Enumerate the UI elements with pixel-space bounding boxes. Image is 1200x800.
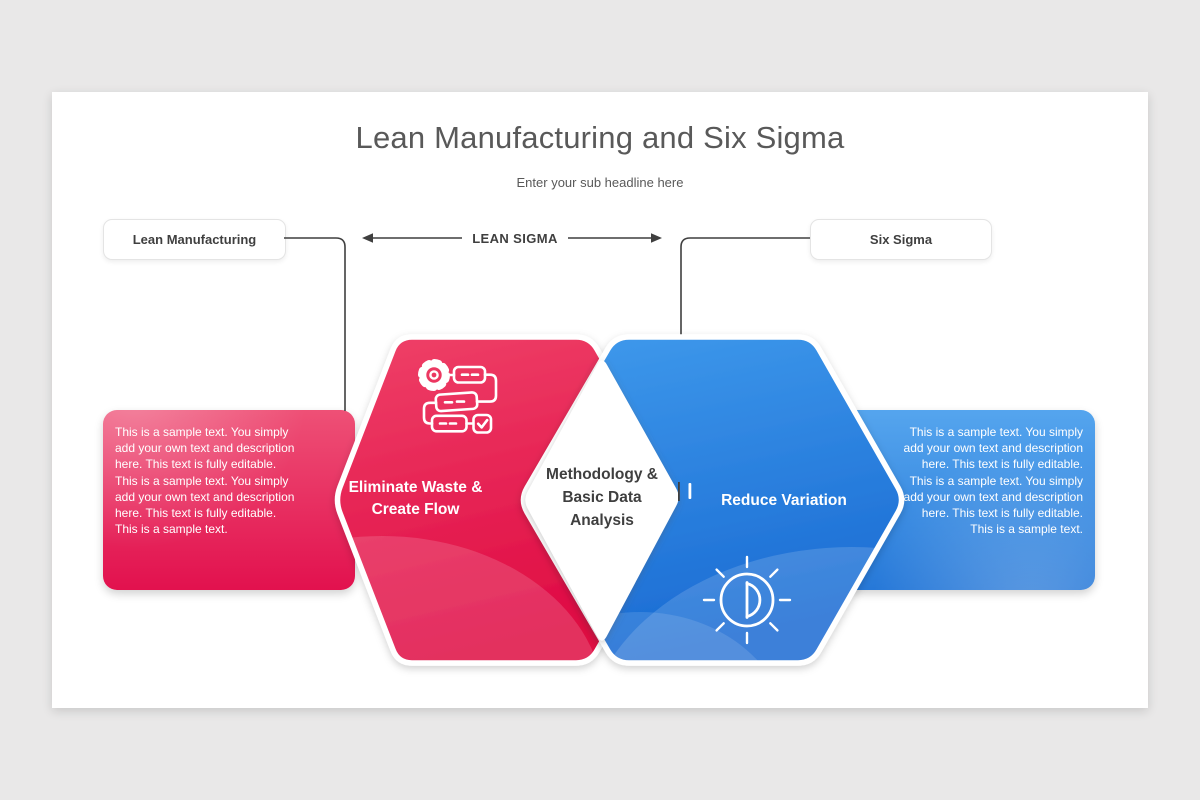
left-note-box: This is a sample text. You simply add yo…: [103, 410, 355, 590]
right-arrow-head-icon: [651, 233, 662, 243]
workflow-icon: [418, 359, 498, 434]
overlap-label: Methodology & Basic Data Analysis: [546, 466, 658, 529]
artifact-dark-tick: [678, 482, 680, 501]
blue-hexagon-label: Reduce Variation: [721, 492, 847, 509]
callout-six-sigma: Six Sigma: [810, 219, 992, 260]
slide-title: Lean Manufacturing and Six Sigma: [355, 120, 845, 155]
check-square-icon: [472, 413, 493, 434]
lean-sigma-label: LEAN SIGMA: [472, 231, 558, 246]
right-connector-line: [680, 237, 810, 338]
left-connector-line: [284, 237, 346, 411]
red-hexagon-label: Eliminate Waste & Create Flow: [348, 479, 483, 518]
slide-subtitle: Enter your sub headline here: [516, 175, 684, 190]
connector-lines: [284, 237, 810, 411]
right-note-text: This is a sample text. You simply add yo…: [903, 425, 1083, 537]
contrast-icon: [702, 555, 792, 645]
slide: Lean Manufacturing and Six Sigma Enter y…: [52, 92, 1148, 708]
gear-icon: [418, 359, 450, 391]
callout-six-sigma-label: Six Sigma: [869, 232, 933, 247]
left-arrow-head-icon: [362, 233, 373, 243]
callout-lean-manufacturing-label: Lean Manufacturing: [132, 232, 257, 247]
sun-rays-icon: [702, 555, 792, 645]
left-note-text: This is a sample text. You simply add yo…: [115, 425, 295, 537]
callout-lean-manufacturing: Lean Manufacturing: [103, 219, 286, 260]
